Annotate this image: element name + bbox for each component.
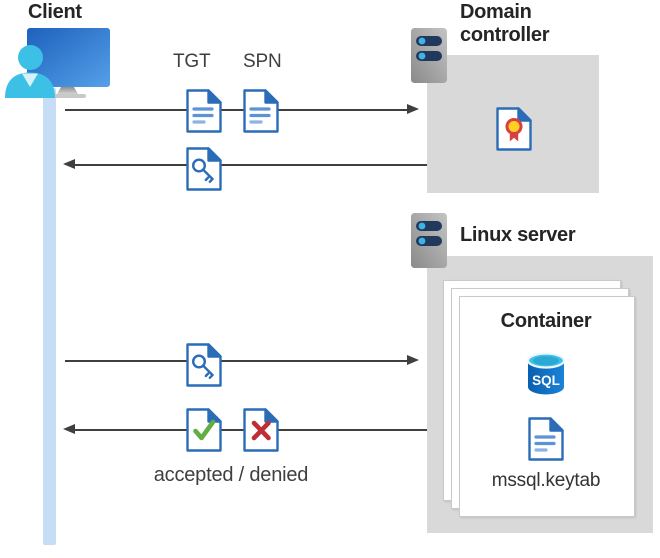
sql-database-icon: SQL bbox=[525, 351, 567, 397]
denied-document-icon bbox=[242, 407, 280, 453]
keytab-file-label: mssql.keytab bbox=[491, 470, 601, 491]
domain-controller-label: Domain controller bbox=[460, 1, 550, 46]
keytab-document-icon bbox=[527, 415, 565, 463]
arrowhead-right-icon bbox=[407, 104, 419, 114]
arrowhead-left-icon bbox=[63, 159, 75, 169]
arrowhead-right-icon bbox=[407, 355, 419, 365]
key-document-icon bbox=[185, 342, 223, 388]
arrowhead-left-icon bbox=[63, 424, 75, 434]
container-label: Container bbox=[500, 310, 592, 332]
tgt-document-icon bbox=[185, 88, 223, 134]
person-at-monitor-icon bbox=[0, 24, 112, 98]
certificate-document-icon bbox=[495, 106, 533, 152]
server-icon bbox=[410, 212, 448, 269]
client-lifeline bbox=[43, 88, 56, 545]
tgt-label: TGT bbox=[173, 51, 211, 72]
arrow-client-to-linux bbox=[65, 360, 409, 362]
sql-icon-label: SQL bbox=[532, 373, 560, 388]
spn-document-icon bbox=[242, 88, 280, 134]
key-document-icon bbox=[185, 146, 223, 192]
container-card-front bbox=[459, 296, 635, 517]
linux-server-label: Linux server bbox=[460, 224, 576, 246]
server-icon bbox=[410, 27, 448, 84]
accepted-document-icon bbox=[185, 407, 223, 453]
arrow-dc-to-client bbox=[74, 164, 427, 166]
arrow-client-to-dc bbox=[65, 109, 409, 111]
result-label: accepted / denied bbox=[153, 464, 309, 486]
client-label: Client bbox=[28, 1, 82, 23]
spn-label: SPN bbox=[243, 51, 282, 72]
